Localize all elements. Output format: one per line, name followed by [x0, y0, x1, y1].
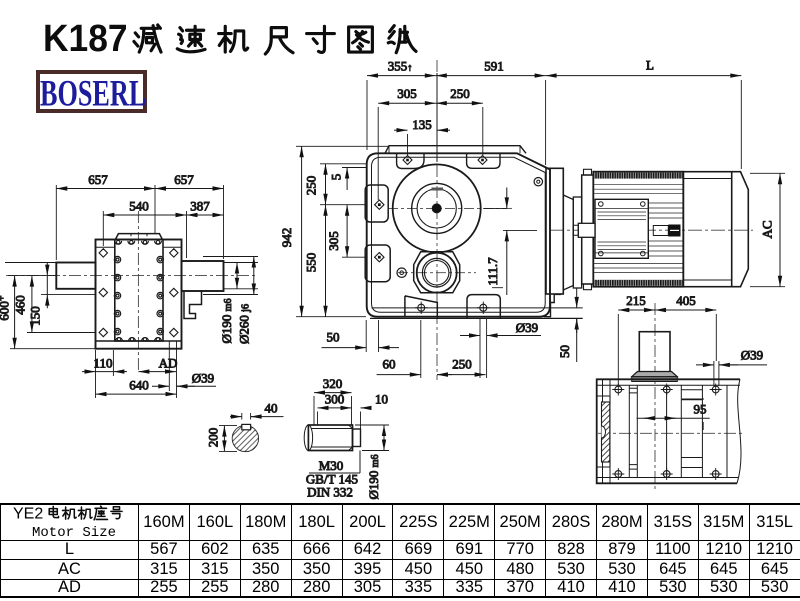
- svg-text:5: 5: [329, 174, 344, 181]
- svg-text:320: 320: [323, 376, 343, 391]
- svg-text:M30: M30: [319, 458, 344, 473]
- svg-text:Ø260 j6: Ø260 j6: [237, 304, 252, 344]
- svg-text:387: 387: [190, 199, 210, 214]
- svg-text:305: 305: [326, 231, 341, 251]
- svg-text:150: 150: [28, 306, 43, 326]
- svg-text:657: 657: [88, 172, 108, 187]
- svg-text:942: 942: [279, 228, 294, 248]
- svg-text:GB/T 145: GB/T 145: [306, 472, 358, 487]
- svg-text:305: 305: [397, 86, 417, 101]
- svg-text:591: 591: [484, 59, 504, 74]
- svg-text:250: 250: [450, 86, 470, 101]
- svg-text:Ø39: Ø39: [192, 371, 214, 386]
- svg-text:YE2: YE2: [13, 506, 43, 523]
- svg-text:DIN 332: DIN 332: [307, 485, 353, 500]
- svg-text:200: 200: [206, 428, 221, 448]
- svg-text:250: 250: [452, 357, 472, 372]
- svg-text:657: 657: [174, 172, 194, 187]
- svg-text:Ø39: Ø39: [741, 348, 763, 363]
- svg-text:355↑: 355↑: [388, 59, 413, 74]
- svg-text:250: 250: [304, 176, 319, 196]
- svg-text:Ø190 m6: Ø190 m6: [366, 455, 381, 500]
- svg-text:111.7: 111.7: [485, 257, 500, 286]
- svg-text:AD: AD: [159, 356, 178, 371]
- svg-text:550: 550: [304, 253, 319, 273]
- svg-text:AC: AC: [760, 220, 775, 238]
- svg-text:110: 110: [93, 356, 112, 371]
- svg-text:50: 50: [557, 345, 572, 358]
- svg-text:640: 640: [129, 378, 149, 393]
- svg-text:Ø39: Ø39: [516, 320, 538, 335]
- svg-text:600+: 600+: [0, 295, 12, 321]
- svg-text:95: 95: [694, 402, 707, 417]
- svg-text:10: 10: [375, 392, 388, 407]
- svg-text:215: 215: [626, 293, 646, 308]
- svg-text:405: 405: [676, 293, 696, 308]
- svg-text:300: 300: [325, 392, 345, 407]
- svg-text:60: 60: [383, 357, 396, 372]
- svg-text:50: 50: [327, 330, 340, 345]
- svg-text:40: 40: [265, 401, 278, 416]
- svg-text:L: L: [646, 58, 654, 73]
- svg-text:135: 135: [412, 117, 432, 132]
- svg-text:Ø190 m6: Ø190 m6: [219, 299, 234, 344]
- svg-text:540: 540: [129, 199, 149, 214]
- svg-text:460: 460: [13, 295, 28, 315]
